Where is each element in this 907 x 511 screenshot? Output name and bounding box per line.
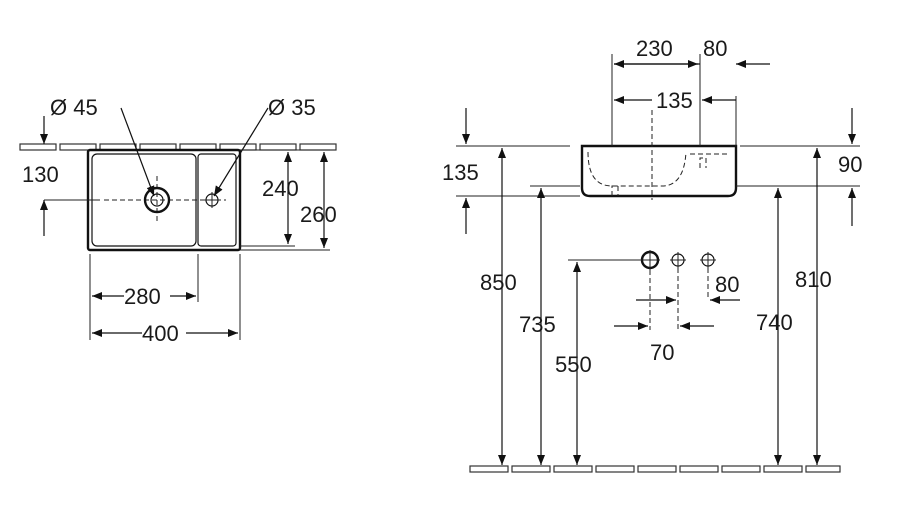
front-dim-740: 740 [756, 310, 793, 335]
front-dim-735: 735 [519, 312, 556, 337]
front-dim-850: 850 [480, 270, 517, 295]
front-dim-135-left: 135 [442, 160, 479, 185]
plan-dim-400: 400 [142, 321, 179, 346]
front-dim-810: 810 [795, 267, 832, 292]
supply-connections [640, 250, 716, 330]
floor-strip [469, 465, 841, 473]
front-basin [580, 110, 738, 200]
plan-dim-dia45: Ø 45 [50, 95, 98, 120]
plan-dim-130: 130 [22, 162, 59, 187]
front-dim-135-top: 135 [656, 88, 693, 113]
front-dim-80-mid: 80 [715, 272, 739, 297]
front-dim-90: 90 [838, 152, 862, 177]
plan-view: Ø 45 Ø 35 130 240 260 280 400 [19, 95, 337, 346]
front-dim-550: 550 [555, 352, 592, 377]
front-dim-80-top: 80 [703, 36, 727, 61]
plan-basin [86, 148, 242, 252]
plan-dim-280: 280 [124, 284, 161, 309]
plan-dim-260: 260 [300, 202, 337, 227]
plan-wall-strip [19, 143, 337, 151]
front-dim-230: 230 [636, 36, 673, 61]
front-dim-70: 70 [650, 340, 674, 365]
plan-dim-dia35: Ø 35 [268, 95, 316, 120]
plan-dim-240: 240 [262, 176, 299, 201]
front-view: 230 80 135 135 90 850 735 550 740 [442, 36, 862, 473]
